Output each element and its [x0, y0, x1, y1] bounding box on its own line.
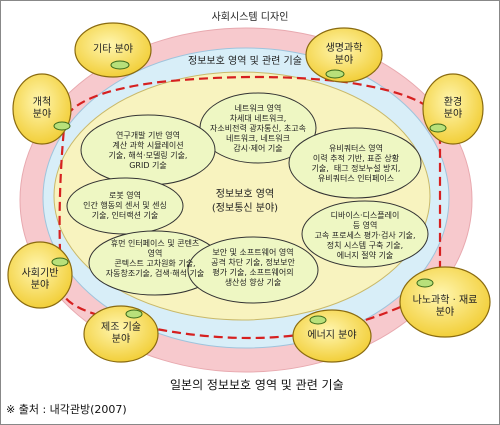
node-life	[305, 27, 383, 83]
node-nano-label: 나노과학 · 재료 분야	[412, 295, 478, 318]
center-label-line1: 정보보호 영역	[215, 189, 275, 200]
area-hci-label: 휴먼 인터페이스 및 콘텐츠 영역 콘텍스트 고차원화 기술, 자동창조기술, …	[105, 239, 205, 278]
area-ubiquitous-label: 유비쿼터스 영역 이력 추적 기반, 표준 상황 기술, 태그 정보누설 방지,…	[311, 144, 401, 183]
area-device-label: 디바이스·디스플레이 등 영역 고속 프로세스 평가·검사 기술, 정치 시스템…	[314, 211, 416, 260]
area-ubiquitous-bubble	[288, 127, 422, 199]
node-life-label: 생명과학 분야	[325, 43, 363, 66]
node-etc	[74, 22, 152, 78]
area-rnd-label: 연구개발 기반 영역 계산 과학 시뮬레이션 기술, 해석·모델링 기술, GR…	[108, 131, 188, 170]
node-energy-label: 에너지 분야	[307, 330, 357, 341]
area-security-bubble	[187, 236, 319, 304]
center-label-line2: (정보통신 분야)	[211, 203, 279, 214]
node-mfg-label: 제조 기술 분야	[101, 322, 141, 345]
node-env-label: 환경 분야	[443, 97, 463, 120]
area-security-label: 보안 및 소프트웨어 영역 공격 차단 기술, 정보보안 평가 기술, 소프트웨…	[211, 248, 295, 287]
source-note: ※ 출처 : 내각관방(2007)	[6, 403, 127, 416]
node-infra-label: 사회기반 분야	[21, 268, 59, 291]
dashed-link-path	[58, 75, 442, 340]
node-mfg	[83, 305, 159, 363]
node-infra	[7, 241, 73, 309]
middle-title: 정보보호 영역 및 관련 기술	[188, 56, 302, 67]
node-etc-label: 기타 분야	[93, 44, 133, 55]
area-device-bubble	[301, 200, 429, 268]
area-network-label: 네트워크 영역 차세대 네트워크, 자소비전력 광자통신, 초고속 네트워크, …	[210, 104, 306, 153]
area-robot-label: 로봇 영역 인간 행동의 센서 및 센싱 기술, 인터랙션 기술	[83, 191, 167, 220]
node-nano	[399, 266, 491, 338]
node-dev	[12, 73, 72, 145]
node-energy	[292, 309, 372, 363]
figure-caption: 일본의 정보보호 영역 및 관련 기술	[170, 378, 344, 392]
node-env	[422, 73, 484, 145]
outer-title: 사회시스템 디자인	[211, 12, 289, 23]
node-dev-label: 개척 분야	[32, 97, 52, 120]
